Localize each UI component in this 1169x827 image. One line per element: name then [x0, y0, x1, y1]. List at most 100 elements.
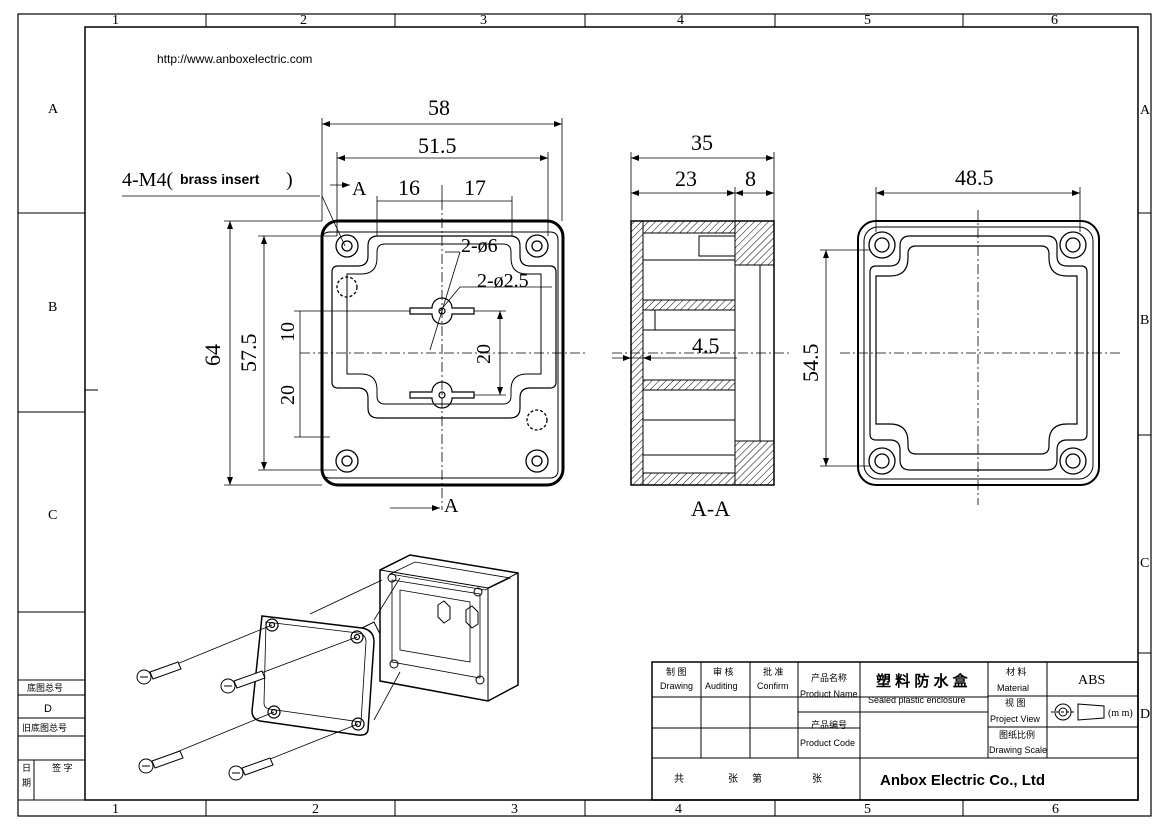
section-mark-top: A — [352, 178, 367, 200]
hole-label-6: 2-ø6 — [461, 235, 498, 257]
screw-4 — [228, 757, 274, 781]
zone-col-bottom-1: 1 — [112, 802, 119, 817]
tb-drawing-en: Drawing — [660, 681, 693, 691]
zone-col-top-2: 2 — [300, 13, 307, 28]
tb-product-name-cn: 产品名称 — [811, 672, 847, 683]
outer-border — [17, 13, 1152, 817]
dim-35: 35 — [691, 130, 713, 155]
strip-row-1: 底图总号 — [27, 682, 63, 693]
tb-company-name: Anbox Electric Co., Ltd — [880, 772, 1045, 789]
strip-row-4b: 签 字 — [52, 762, 73, 773]
tb-sheet-no: 第 — [752, 772, 762, 785]
zone-labels: 1 2 3 4 5 6 1 2 3 4 5 6 A B C A B C D — [48, 13, 1151, 817]
tb-view-cn: 视 图 — [1005, 697, 1026, 708]
tb-unit: (m m) — [1108, 708, 1133, 719]
tb-sheet-total: 共 — [674, 773, 684, 785]
zone-col-top-1: 1 — [112, 13, 119, 28]
zone-col-top-3: 3 — [480, 13, 487, 28]
tb-auditing-cn: 审 核 — [713, 666, 734, 677]
title-block: 制 图 Drawing 审 核 Auditing 批 准 Confirm 产品名… — [651, 661, 1139, 801]
zone-col-bottom-2: 2 — [312, 802, 319, 817]
front-dimension-lines — [122, 118, 563, 509]
zone-row-left-a: A — [48, 102, 59, 117]
screw-2 — [220, 670, 266, 694]
zone-col-bottom-5: 5 — [864, 802, 871, 817]
back-view: 48.5 54.5 — [798, 165, 1120, 505]
tb-material-value: ABS — [1078, 673, 1105, 688]
tb-product-code-en: Product Code — [800, 738, 855, 748]
screws — [136, 661, 274, 781]
tb-scale-cn: 图纸比例 — [999, 729, 1035, 740]
tb-product-title-cn: 塑 料 防 水 盒 — [876, 672, 969, 690]
insert-prefix: 4-M4( — [122, 169, 173, 191]
dim-16: 16 — [398, 175, 420, 200]
zone-row-left-c: C — [48, 508, 57, 523]
tb-material-cn: 材 料 — [1006, 666, 1027, 677]
strip-row-5: 期 — [22, 778, 31, 788]
front-view: 58 51.5 16 17 A A 2-ø6 2-ø2.5 4-M4( bras… — [122, 95, 585, 517]
dim-51-5: 51.5 — [418, 133, 457, 158]
hole-top-left — [335, 234, 359, 258]
dim-20-right: 20 — [473, 344, 495, 364]
tb-view-en: Project View — [990, 714, 1040, 724]
left-revision-strip: 底图总号 D 旧底图总号 日 签 字 期 — [18, 679, 85, 801]
dim-48-5: 48.5 — [955, 165, 994, 190]
dim-23: 23 — [675, 166, 697, 191]
tb-sheet-no-suffix: 张 — [812, 773, 822, 785]
lid — [251, 615, 375, 736]
dim-17: 17 — [464, 175, 486, 200]
tb-auditing-en: Auditing — [705, 681, 738, 691]
tb-drawing-cn: 制 图 — [666, 666, 687, 677]
website-url: http://www.anboxelectric.com — [157, 52, 312, 66]
inner-border — [84, 26, 1139, 801]
dim-64: 64 — [200, 344, 225, 366]
zone-row-right-c: C — [1140, 556, 1149, 571]
box-body — [379, 554, 519, 702]
zone-ticks-top — [18, 14, 1151, 816]
hole-bottom-left — [335, 449, 359, 473]
tb-material-en: Material — [997, 683, 1029, 693]
front-dim-texts: 58 51.5 16 17 A A 2-ø6 2-ø2.5 4-M4( bras… — [122, 95, 529, 517]
screw-3 — [138, 750, 184, 774]
tb-sheet-count: 张 — [728, 773, 738, 785]
front-centerlines — [300, 200, 585, 510]
zone-col-bottom-6: 6 — [1052, 802, 1059, 817]
dim-58: 58 — [428, 95, 450, 120]
isometric-exploded-view — [136, 554, 519, 781]
front-dim-arrows — [227, 121, 562, 511]
hole-label-2-5: 2-ø2.5 — [477, 270, 529, 292]
zone-row-right-a: A — [1140, 103, 1151, 118]
zone-col-bottom-3: 3 — [511, 802, 518, 817]
dim-20-left: 20 — [277, 385, 299, 405]
zone-col-top-6: 6 — [1051, 13, 1058, 28]
section-label: A-A — [691, 496, 730, 521]
strip-row-4a: 日 — [22, 763, 31, 773]
dim-57-5: 57.5 — [236, 334, 261, 373]
projection-view-symbol — [1051, 703, 1105, 721]
zone-row-right-b: B — [1140, 313, 1149, 328]
insert-suffix: ) — [286, 169, 293, 191]
strip-row-2: D — [44, 703, 52, 715]
dim-54-5: 54.5 — [798, 344, 823, 383]
section-view: 35 23 8 4.5 A-A — [612, 130, 790, 521]
insert-text: brass insert — [180, 171, 260, 187]
zone-col-top-5: 5 — [864, 13, 871, 28]
hole-top-right — [525, 234, 549, 258]
front-inner-cavity — [346, 243, 542, 405]
tb-scale-en: Drawing Scale — [989, 745, 1047, 755]
tb-confirm-en: Confirm — [757, 681, 789, 691]
hole-bottom-right — [525, 449, 549, 473]
front-corner-holes — [335, 234, 549, 473]
section-mark-bottom: A — [444, 495, 459, 517]
front-mounting-bosses — [409, 297, 475, 409]
dim-4-5: 4.5 — [692, 333, 720, 358]
tb-product-name-en: Product Name — [800, 689, 858, 699]
dim-10: 10 — [277, 322, 299, 342]
tb-confirm-cn: 批 准 — [763, 666, 784, 677]
zone-col-bottom-4: 4 — [675, 802, 682, 817]
screw-1 — [136, 661, 182, 685]
front-inner-gasket — [331, 235, 557, 419]
zone-col-top-4: 4 — [677, 13, 684, 28]
tb-product-title-en: Sealed plastic enclosure — [868, 695, 966, 705]
